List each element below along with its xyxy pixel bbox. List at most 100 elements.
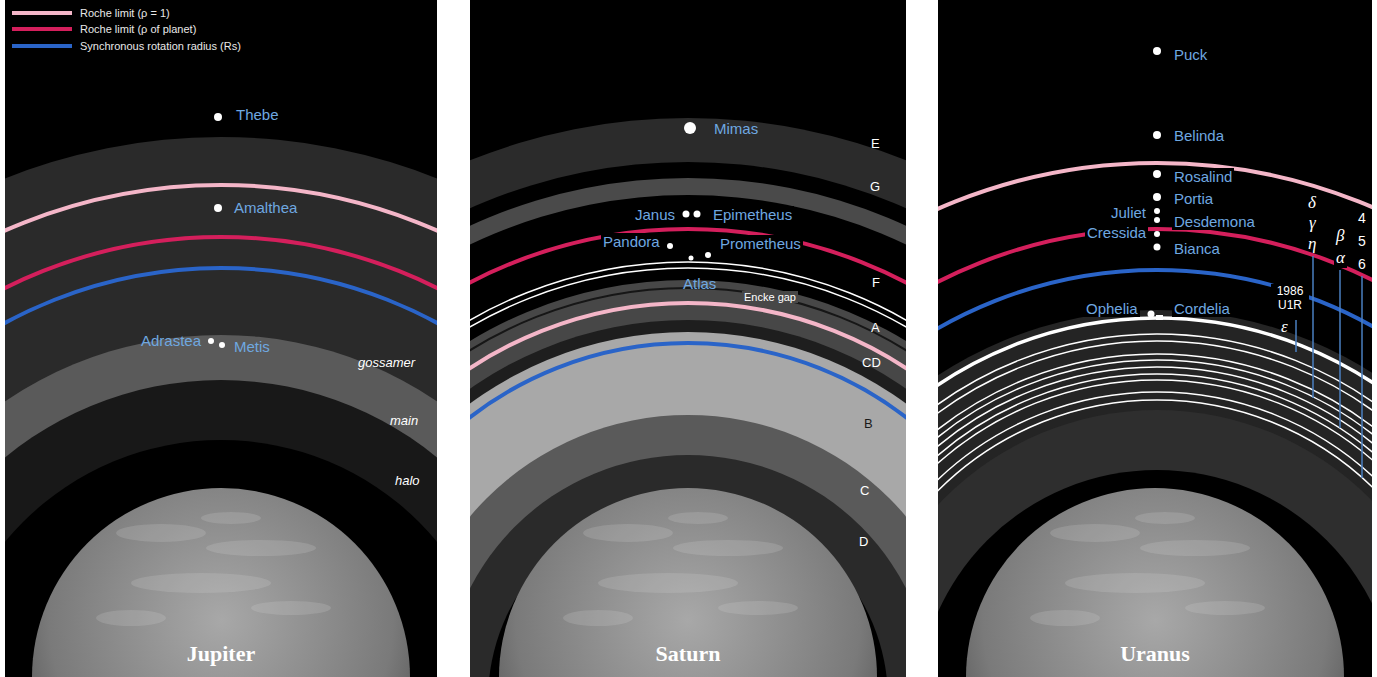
moon-name: Pandora (601, 233, 662, 250)
planet-disc: Saturn (470, 488, 906, 677)
epsilon-ring (938, 318, 1372, 677)
moon-dot (1154, 217, 1160, 223)
roche-limit-planet-line (470, 229, 906, 677)
legend-text: Roche limit (ρ = 1) (78, 7, 172, 19)
narrow-ring (938, 380, 1372, 677)
narrow-ring (938, 400, 1372, 677)
planet-disc: Jupiter (5, 488, 437, 677)
leader-line (1295, 320, 1297, 352)
moon-name: Cressida (1085, 224, 1148, 241)
narrow-ring (938, 341, 1372, 677)
ring-name: G (868, 179, 882, 194)
moon-name: Bianca (1172, 240, 1222, 257)
legend-line (12, 11, 72, 15)
moon-name: Metis (232, 338, 272, 355)
planet-disc: Uranus (938, 488, 1372, 677)
ring-name: E (869, 136, 882, 151)
moon-name: Portia (1172, 190, 1215, 207)
legend-text: Synchronous rotation radius (Rs) (78, 40, 243, 52)
ring-number: 6 (1356, 256, 1368, 272)
ring-number: 4 (1356, 210, 1368, 226)
moon-dot (214, 204, 222, 212)
roche-limit-line (5, 185, 437, 677)
roche-limit-line (938, 163, 1372, 677)
main-ring (5, 335, 437, 677)
moon-dot (1153, 47, 1161, 55)
synchronous-radius-line (470, 343, 906, 677)
f-ring (470, 268, 906, 677)
cloud-band (1140, 540, 1250, 556)
cloud-band (1050, 524, 1140, 542)
ring-name: ε (1279, 317, 1290, 337)
moon-name: Amalthea (232, 199, 299, 216)
moon-dot (1156, 315, 1163, 320)
narrow-ring (938, 374, 1372, 677)
moon-name: Puck (1172, 46, 1209, 63)
cloud-band (131, 573, 271, 593)
cloud-band (563, 610, 633, 626)
legend-text: Roche limit (ρ of planet) (78, 23, 198, 35)
inner-gap (5, 440, 437, 677)
roche-limit-planet-line (5, 237, 437, 677)
moon-name: Belinda (1172, 127, 1226, 144)
narrow-ring (938, 392, 1372, 677)
ring-name: γ (1307, 213, 1318, 233)
leader-line (1312, 256, 1314, 398)
moon-dot (705, 252, 711, 258)
ring-name: F (870, 275, 882, 290)
ring-name: main (388, 413, 420, 428)
inner-dust (938, 410, 1372, 677)
synchronous-radius-line (938, 270, 1372, 677)
ring-name: 1986 U1R (1271, 284, 1309, 312)
g-ring (470, 178, 906, 677)
saturn-rings (470, 118, 906, 677)
moon-name: Cordelia (1172, 300, 1232, 317)
moon-dot (219, 342, 225, 348)
moon-name: Juliet (1109, 204, 1148, 221)
legend-line (12, 27, 72, 31)
cassini-division (470, 320, 906, 677)
moon-name: Janus (633, 206, 677, 223)
moon-dot (1153, 170, 1161, 178)
moon-dot (1153, 193, 1161, 201)
ring-name: β (1334, 226, 1346, 246)
uranus-rings (938, 47, 1372, 677)
gap-name: Encke gap (742, 291, 798, 303)
ring-name: α (1334, 248, 1347, 268)
cloud-band (1030, 610, 1100, 626)
narrow-ring (938, 360, 1372, 677)
ring-gap (470, 162, 906, 677)
narrow-ring (938, 367, 1372, 677)
f-ring (470, 262, 906, 677)
ring-name: B (862, 416, 875, 431)
halo-ring (5, 380, 437, 677)
moon-name: Atlas (681, 275, 718, 292)
moon-dot (684, 122, 696, 134)
ring-name: A (869, 320, 882, 335)
planet-name: Saturn (470, 641, 906, 667)
jupiter-rings (5, 113, 437, 677)
cloud-band (201, 512, 261, 524)
narrow-ring (938, 334, 1372, 677)
moon-dot (208, 338, 214, 344)
planet-name: Jupiter (5, 641, 437, 667)
moon-dot (1153, 131, 1161, 139)
moon-dot (1154, 231, 1160, 237)
moon-dot (694, 211, 701, 218)
leader-line (1339, 270, 1341, 428)
cloud-band (1185, 601, 1265, 615)
moon-dot (689, 256, 694, 261)
moon-dot (1148, 311, 1155, 318)
inner-gap (938, 470, 1372, 677)
ring-name: D (857, 534, 870, 549)
moon-dot (1154, 244, 1161, 251)
d-ring (470, 455, 906, 677)
moon-name: Prometheus (718, 235, 803, 252)
cloud-band (673, 540, 783, 556)
cloud-band (251, 601, 331, 615)
ring-name: CD (860, 355, 883, 370)
moon-name: Adrastea (139, 332, 203, 349)
b-ring (470, 332, 906, 677)
narrow-ring (938, 354, 1372, 677)
e-ring (470, 118, 906, 677)
